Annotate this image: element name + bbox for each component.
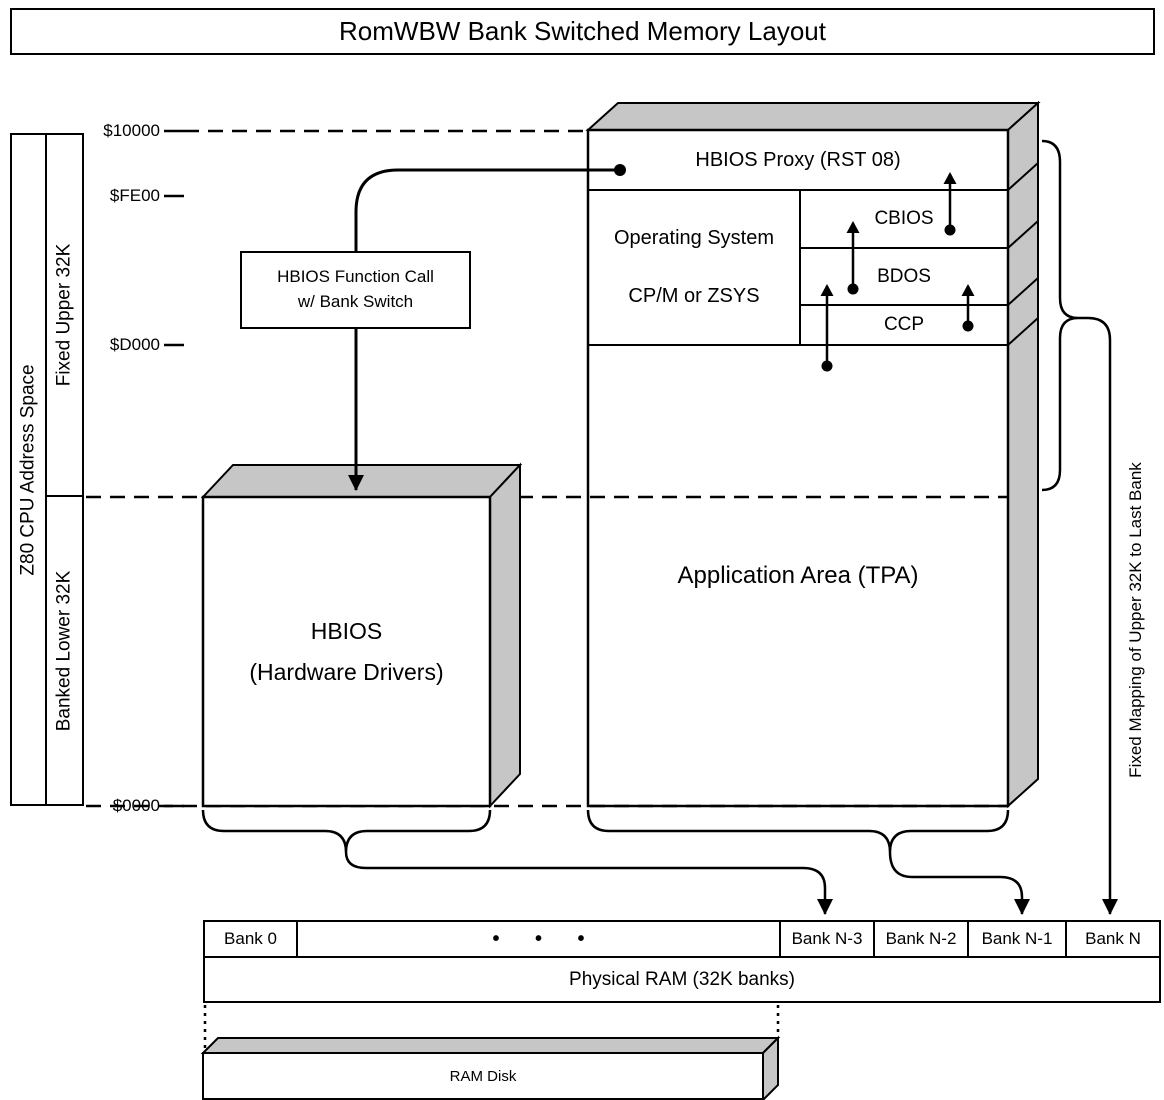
bank-n3-arrow: [344, 851, 833, 915]
bank-n-arrow: [1078, 316, 1118, 915]
callout-line2: w/ Bank Switch: [297, 292, 414, 311]
banked-lower-column: Banked Lower 32K: [45, 495, 84, 806]
z80-address-space-column: Z80 CPU Address Space: [10, 133, 47, 806]
hbios-brace: [201, 809, 492, 853]
bank-ellipsis-cell: • • •: [296, 920, 781, 958]
address-label-10000: $10000: [103, 121, 160, 140]
bank-n1-cell: Bank N-1: [967, 920, 1067, 958]
cbios-label: CBIOS: [874, 208, 934, 229]
hbios-proxy-label: HBIOS Proxy (RST 08): [695, 148, 901, 171]
bank-n-cell: Bank N: [1065, 920, 1161, 958]
application-area-label: Application Area (TPA): [677, 561, 919, 589]
address-label-d000: $D000: [109, 335, 160, 354]
operating-system-label: Operating System CP/M or ZSYS: [590, 192, 798, 343]
ccp-label: CCP: [883, 314, 925, 335]
os-call-arrows: [820, 172, 975, 372]
hbios-call-arrow: [348, 164, 626, 491]
upper32k-mapping: [1041, 139, 1118, 915]
fixed-upper-label: Fixed Upper 32K: [53, 243, 75, 387]
page-title: RomWBW Bank Switched Memory Layout: [10, 8, 1155, 55]
z80-address-space-label: Z80 CPU Address Space: [17, 363, 39, 576]
hbios-function-call-box: HBIOS Function Call w/ Bank Switch: [240, 251, 471, 329]
os-line2: CP/M or ZSYS: [628, 285, 760, 307]
address-label-fe00: $FE00: [109, 186, 160, 205]
bdos-label: BDOS: [877, 265, 931, 287]
tpa-brace: [586, 809, 1010, 853]
hbios-block-3d: [200, 462, 523, 809]
bank-n1-arrow: [888, 851, 1030, 915]
hbios-line1: HBIOS: [310, 618, 383, 645]
hbios-line2: (Hardware Drivers): [249, 658, 444, 685]
hbios-block-label: HBIOS (Hardware Drivers): [205, 499, 488, 804]
ram-disk-3d: [200, 1035, 781, 1100]
fixed-mapping-note-text: Fixed Mapping of Upper 32K to Last Bank: [1126, 462, 1146, 778]
address-label-0000: $0000: [112, 796, 160, 815]
fixed-upper-column: Fixed Upper 32K: [45, 133, 84, 497]
memory-block-3d: [585, 100, 1041, 809]
callout-line1: HBIOS Function Call: [277, 267, 434, 287]
banked-lower-label: Banked Lower 32K: [53, 570, 75, 731]
ram-disk-label: RAM Disk: [449, 1067, 517, 1085]
bank-0-cell: Bank 0: [203, 920, 298, 958]
fixed-mapping-note: Fixed Mapping of Upper 32K to Last Bank: [1114, 430, 1158, 810]
bank-mapping: [201, 809, 1030, 915]
title-text: RomWBW Bank Switched Memory Layout: [339, 16, 826, 46]
bank-n2-cell: Bank N-2: [873, 920, 969, 958]
physical-ram-box: Physical RAM (32K banks): [203, 956, 1161, 1003]
os-line1: Operating System: [613, 227, 775, 249]
upper-32k-brace: [1041, 139, 1079, 492]
ram-disk-mapping: [203, 1005, 780, 1051]
bank-n3-cell: Bank N-3: [779, 920, 875, 958]
